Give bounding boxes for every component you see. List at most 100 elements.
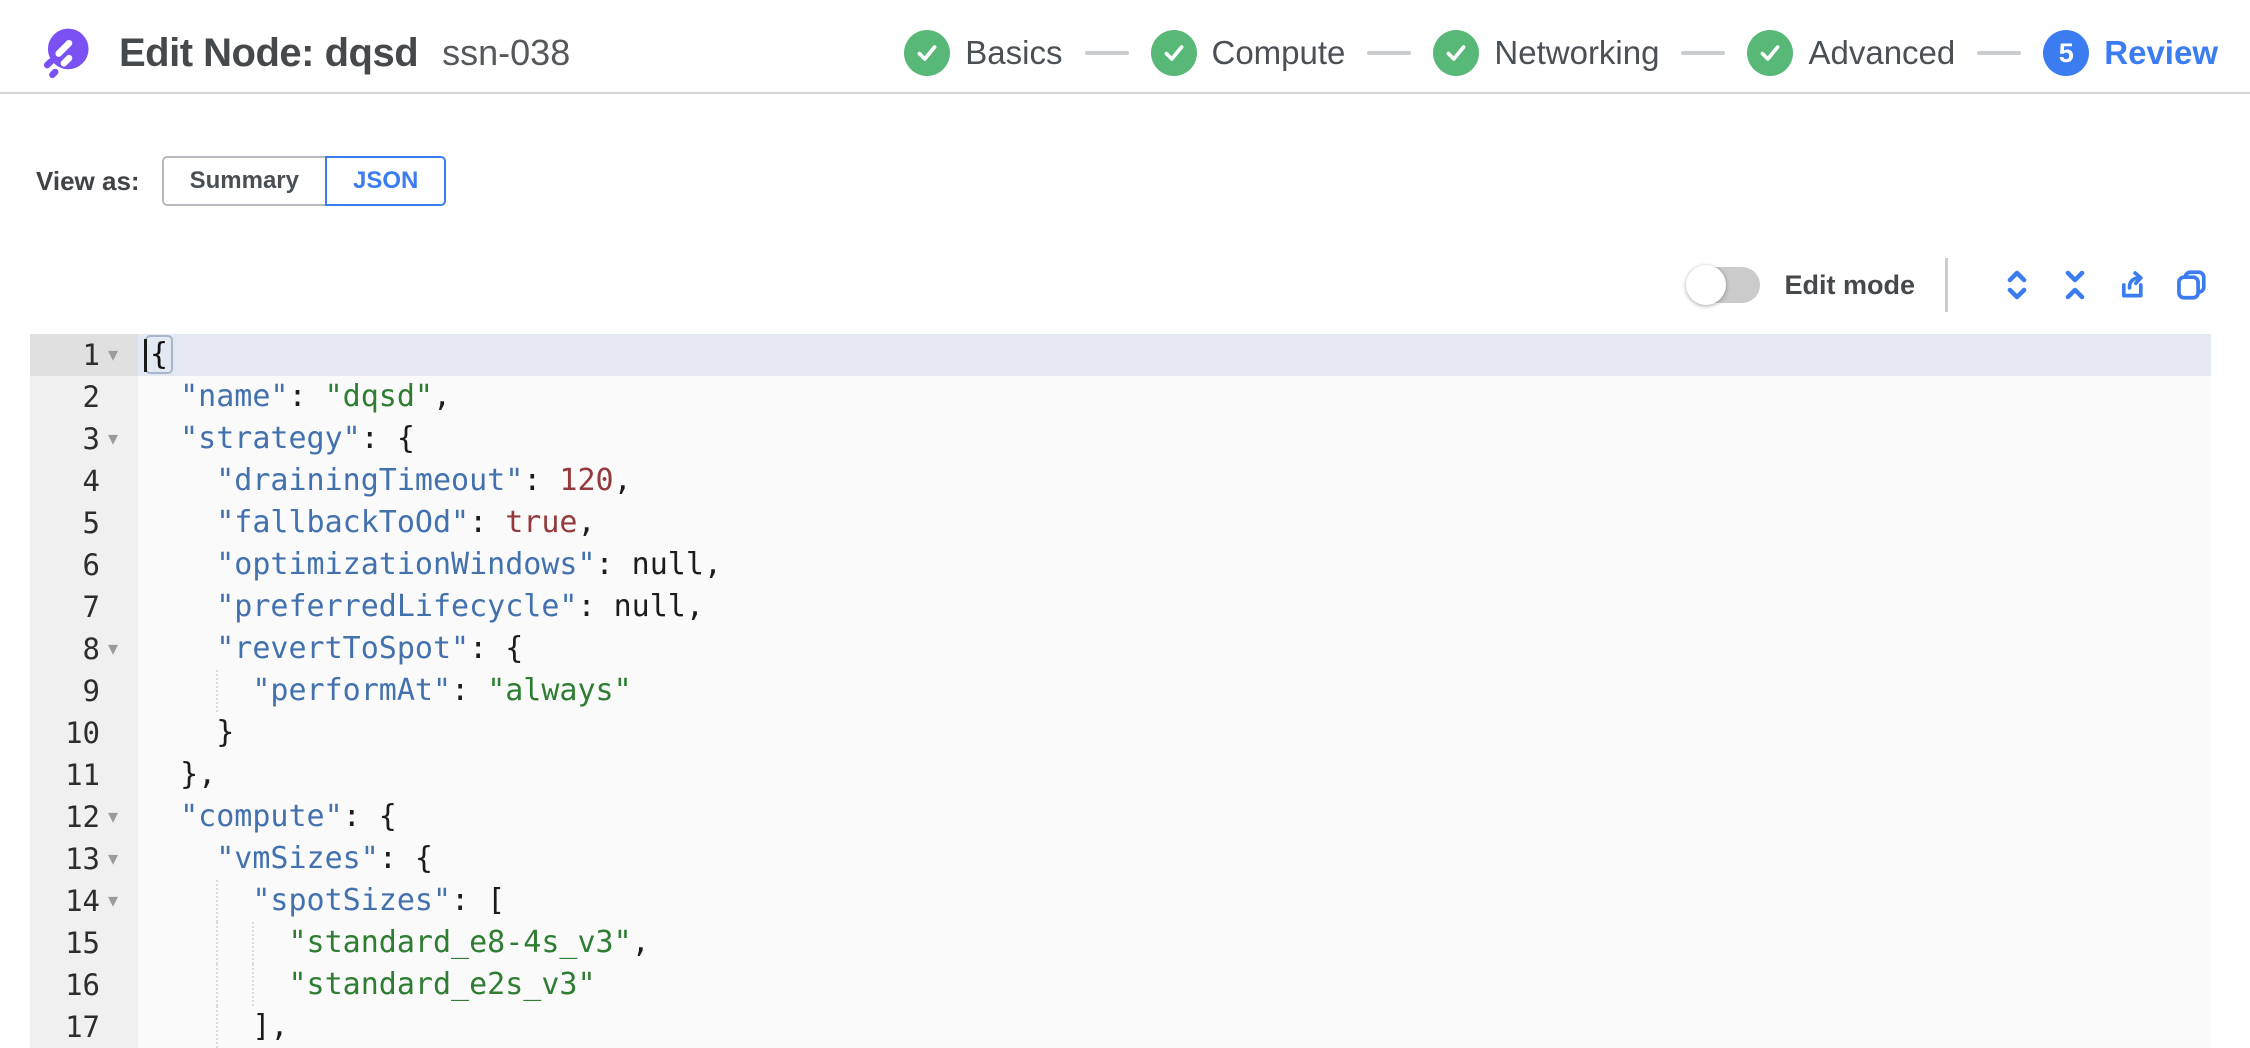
code-line[interactable]: 14▾ "spotSizes": [ <box>30 880 2211 922</box>
code-text[interactable]: { <box>138 334 2211 376</box>
code-token: 120 <box>559 463 614 498</box>
code-line[interactable]: 15 "standard_e8-4s_v3", <box>30 922 2211 964</box>
fold-toggle-icon[interactable]: ▾ <box>107 848 119 870</box>
gutter-cell: 11 <box>30 754 138 796</box>
step-connector <box>1977 51 2022 55</box>
edit-mode-toggle[interactable] <box>1686 265 1761 305</box>
json-button[interactable]: JSON <box>324 156 447 206</box>
code-text[interactable]: "spotSizes": [ <box>138 880 2211 922</box>
code-line[interactable]: 7 "preferredLifecycle": null, <box>30 586 2211 628</box>
gutter-cell: 8▾ <box>30 628 138 670</box>
code-token: null <box>613 589 686 624</box>
gutter-cell: 2 <box>30 376 138 418</box>
code-token: : <box>595 547 632 582</box>
code-text[interactable]: "name": "dqsd", <box>138 376 2211 418</box>
code-line[interactable]: 1▾{ <box>30 334 2211 376</box>
code-text[interactable]: "preferredLifecycle": null, <box>138 586 2211 628</box>
fold-toggle-icon[interactable]: ▾ <box>107 344 119 366</box>
code-token: "standard_e2s_v3" <box>288 967 596 1002</box>
fold-toggle-icon[interactable]: ▾ <box>107 890 119 912</box>
step-networking[interactable]: Networking <box>1433 30 1659 76</box>
code-token <box>144 547 216 582</box>
fold-toggle-icon[interactable]: ▾ <box>107 638 119 660</box>
line-number: 9 <box>82 674 100 708</box>
code-token: : <box>288 379 325 414</box>
code-line[interactable]: 12 ▾ "compute": { <box>30 796 2211 838</box>
code-line[interactable]: 4 "drainingTimeout": 120, <box>30 460 2211 502</box>
code-line[interactable]: 11 }, <box>30 754 2211 796</box>
node-id-text: ssn-038 <box>442 32 571 73</box>
step-label: Compute <box>1211 34 1346 71</box>
code-token: ], <box>144 1009 289 1044</box>
code-text[interactable]: "performAt": "always" <box>138 670 2211 712</box>
code-token: : { <box>469 631 524 666</box>
expand-icon <box>2007 270 2027 300</box>
line-number: 8 <box>82 632 100 666</box>
line-number: 6 <box>82 548 100 582</box>
code-line[interactable]: 2 "name": "dqsd", <box>30 376 2211 418</box>
collapse-button[interactable] <box>2056 266 2094 304</box>
code-line[interactable]: 13▾ "vmSizes": { <box>30 838 2211 880</box>
indent-guide <box>216 922 219 964</box>
code-line[interactable]: 9 "performAt": "always" <box>30 670 2211 712</box>
code-token: , <box>433 379 452 414</box>
code-token: "optimizationWindows" <box>216 547 596 582</box>
step-advanced[interactable]: Advanced <box>1747 30 1955 76</box>
code-token: : <box>577 589 614 624</box>
step-basics[interactable]: Basics <box>904 30 1063 76</box>
toggle-knob <box>1686 265 1727 305</box>
gutter-cell: 10 <box>30 712 138 754</box>
code-token: : { <box>342 799 397 834</box>
view-as-row: View as: Summary JSON <box>36 156 2250 206</box>
line-number: 2 <box>82 380 100 414</box>
editor-toolbar: Edit mode <box>0 258 2250 312</box>
copy-icon <box>2177 270 2206 300</box>
code-text[interactable]: "compute": { <box>138 796 2211 838</box>
code-text[interactable]: "optimizationWindows": null, <box>138 544 2211 586</box>
code-token: "name" <box>180 379 289 414</box>
line-number: 15 <box>65 926 100 960</box>
view-as-segmented-control: Summary JSON <box>161 156 447 206</box>
code-text[interactable]: "fallbackToOd": true, <box>138 502 2211 544</box>
line-number: 17 <box>65 1010 100 1044</box>
step-label: Review <box>2104 34 2218 71</box>
code-text[interactable]: } <box>138 712 2211 754</box>
indent-guide <box>252 964 255 1006</box>
fold-toggle-icon[interactable]: ▾ <box>107 806 119 828</box>
code-lines: 1▾{2 "name": "dqsd",3▾ "strategy": {4 "d… <box>30 334 2211 1048</box>
code-text[interactable]: "vmSizes": { <box>138 838 2211 880</box>
page-title: Edit Node: dqsd <box>119 30 419 75</box>
gutter-cell: 15 <box>30 922 138 964</box>
check-icon <box>1150 30 1197 76</box>
fold-toggle-icon[interactable]: ▾ <box>107 428 119 450</box>
code-text[interactable]: "drainingTimeout": 120, <box>138 460 2211 502</box>
line-number: 12 <box>65 800 100 834</box>
code-line[interactable]: 16 "standard_e2s_v3" <box>30 964 2211 1006</box>
code-text[interactable]: "standard_e2s_v3" <box>138 964 2211 1006</box>
step-compute[interactable]: Compute <box>1150 30 1346 76</box>
spot-logo-icon <box>43 28 89 79</box>
code-text[interactable]: ], <box>138 1006 2211 1048</box>
code-line[interactable]: 6 "optimizationWindows": null, <box>30 544 2211 586</box>
code-text[interactable]: }, <box>138 754 2211 796</box>
code-line[interactable]: 3▾ "strategy": { <box>30 418 2211 460</box>
code-token: "performAt" <box>252 673 452 708</box>
code-text[interactable]: "revertToSpot": { <box>138 628 2211 670</box>
code-line[interactable]: 5 "fallbackToOd": true, <box>30 502 2211 544</box>
summary-button[interactable]: Summary <box>161 156 325 206</box>
code-token: , <box>685 589 704 624</box>
json-editor[interactable]: 1▾{2 "name": "dqsd",3▾ "strategy": {4 "d… <box>30 334 2211 1048</box>
code-line[interactable]: 17 ], <box>30 1006 2211 1048</box>
expand-button[interactable] <box>1998 266 2036 304</box>
code-token: null <box>631 547 704 582</box>
code-text[interactable]: "standard_e8-4s_v3", <box>138 922 2211 964</box>
code-line[interactable]: 8▾ "revertToSpot": { <box>30 628 2211 670</box>
export-button[interactable] <box>2114 266 2152 304</box>
code-line[interactable]: 10 } <box>30 712 2211 754</box>
code-token <box>144 463 216 498</box>
code-text[interactable]: "strategy": { <box>138 418 2211 460</box>
copy-button[interactable] <box>2172 266 2210 304</box>
line-number: 16 <box>65 968 100 1002</box>
code-token: : [ <box>451 883 506 918</box>
